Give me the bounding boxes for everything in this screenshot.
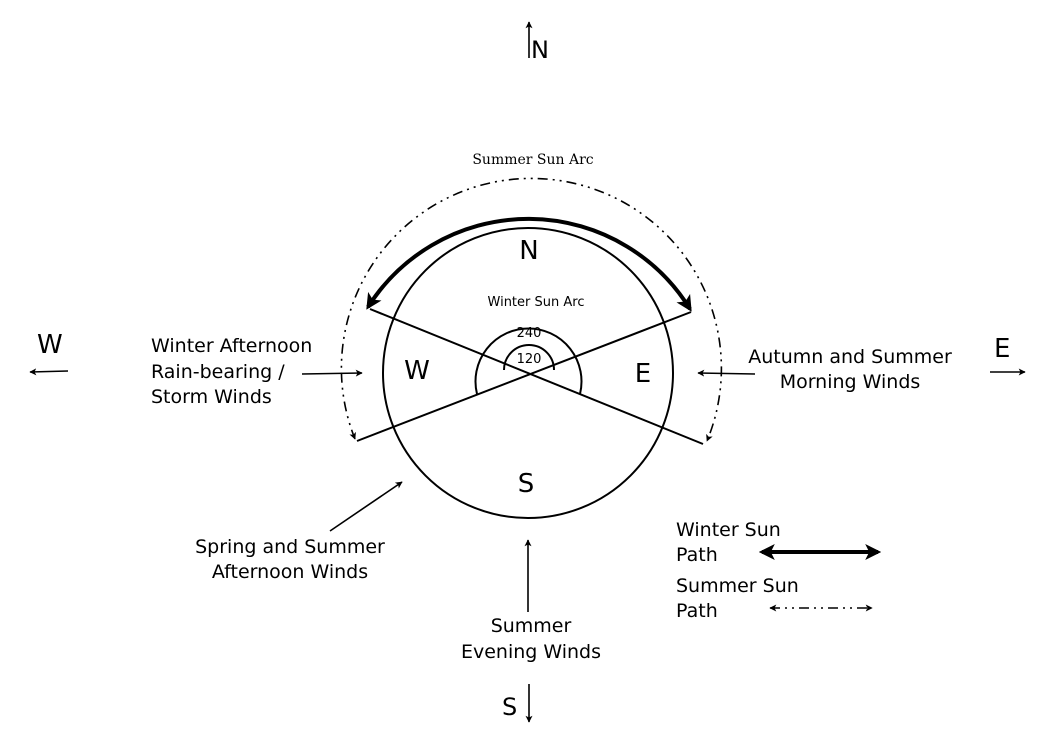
compass-west-label: W [37,330,63,360]
sun-angle-line-1 [369,308,704,445]
west-arrow [29,368,69,376]
compass-south: S [502,684,533,723]
autumn-summer-morning-winds-line-1: Autumn and Summer [748,346,952,368]
summer-sun-arc-label: Summer Sun Arc [472,152,593,168]
spring-summer-afternoon-winds-line-2: Afternoon Winds [212,561,368,583]
site-west-label: W [404,356,430,386]
legend-summer-sun-path-line-2: Path [676,600,718,622]
autumn-summer-morning-winds-arrow [697,369,756,377]
inner-ring-120 [503,344,555,371]
summer-evening-winds-line-2: Evening Winds [461,641,601,663]
autumn-summer-morning-winds-line-2: Morning Winds [780,371,921,393]
compass-east-label: E [994,334,1010,364]
summer-evening-winds-line-1: Summer [491,615,572,637]
site-circle [382,227,674,519]
site-south-label: S [518,469,535,499]
winter-sun-arc [366,216,692,312]
site-east-label: E [635,359,651,389]
compass-north-label: N [531,36,549,64]
inner-ring-240-label: 240 [517,326,542,341]
summer-sun-arc [340,177,723,442]
winter-afternoon-winds-line-2: Rain-bearing / [151,361,285,383]
compass-west: W [29,330,69,376]
legend-summer-sun-path-line-1: Summer Sun [676,575,799,597]
sun-angle-line-2 [356,311,692,442]
spring-summer-afternoon-winds: Spring and Summer Afternoon Winds [195,481,403,583]
winter-sun-arc-label: Winter Sun Arc [488,295,585,310]
winter-afternoon-winds-line-1: Winter Afternoon [151,335,312,357]
winter-afternoon-winds-line-3: Storm Winds [151,386,272,408]
compass-south-label: S [502,693,517,721]
spring-summer-afternoon-winds-arrow [329,481,403,532]
compass-east: E [990,334,1026,376]
legend-winter-sun-path-line-1: Winter Sun [676,519,781,541]
legend: Winter Sun Path Summer Sun Path [676,519,882,622]
winter-afternoon-winds-arrow [301,369,363,377]
legend-winter-sun-path-line-2: Path [676,544,718,566]
compass-north: N [525,21,549,64]
winter-afternoon-winds: Winter Afternoon Rain-bearing / Storm Wi… [151,335,363,408]
autumn-summer-morning-winds: Autumn and Summer Morning Winds [697,346,952,393]
spring-summer-afternoon-winds-line-1: Spring and Summer [195,536,385,558]
inner-ring-120-label: 120 [517,352,542,367]
inner-ring-240 [474,327,583,395]
site-north-label: N [519,236,538,266]
summer-evening-winds: Summer Evening Winds [461,539,601,663]
